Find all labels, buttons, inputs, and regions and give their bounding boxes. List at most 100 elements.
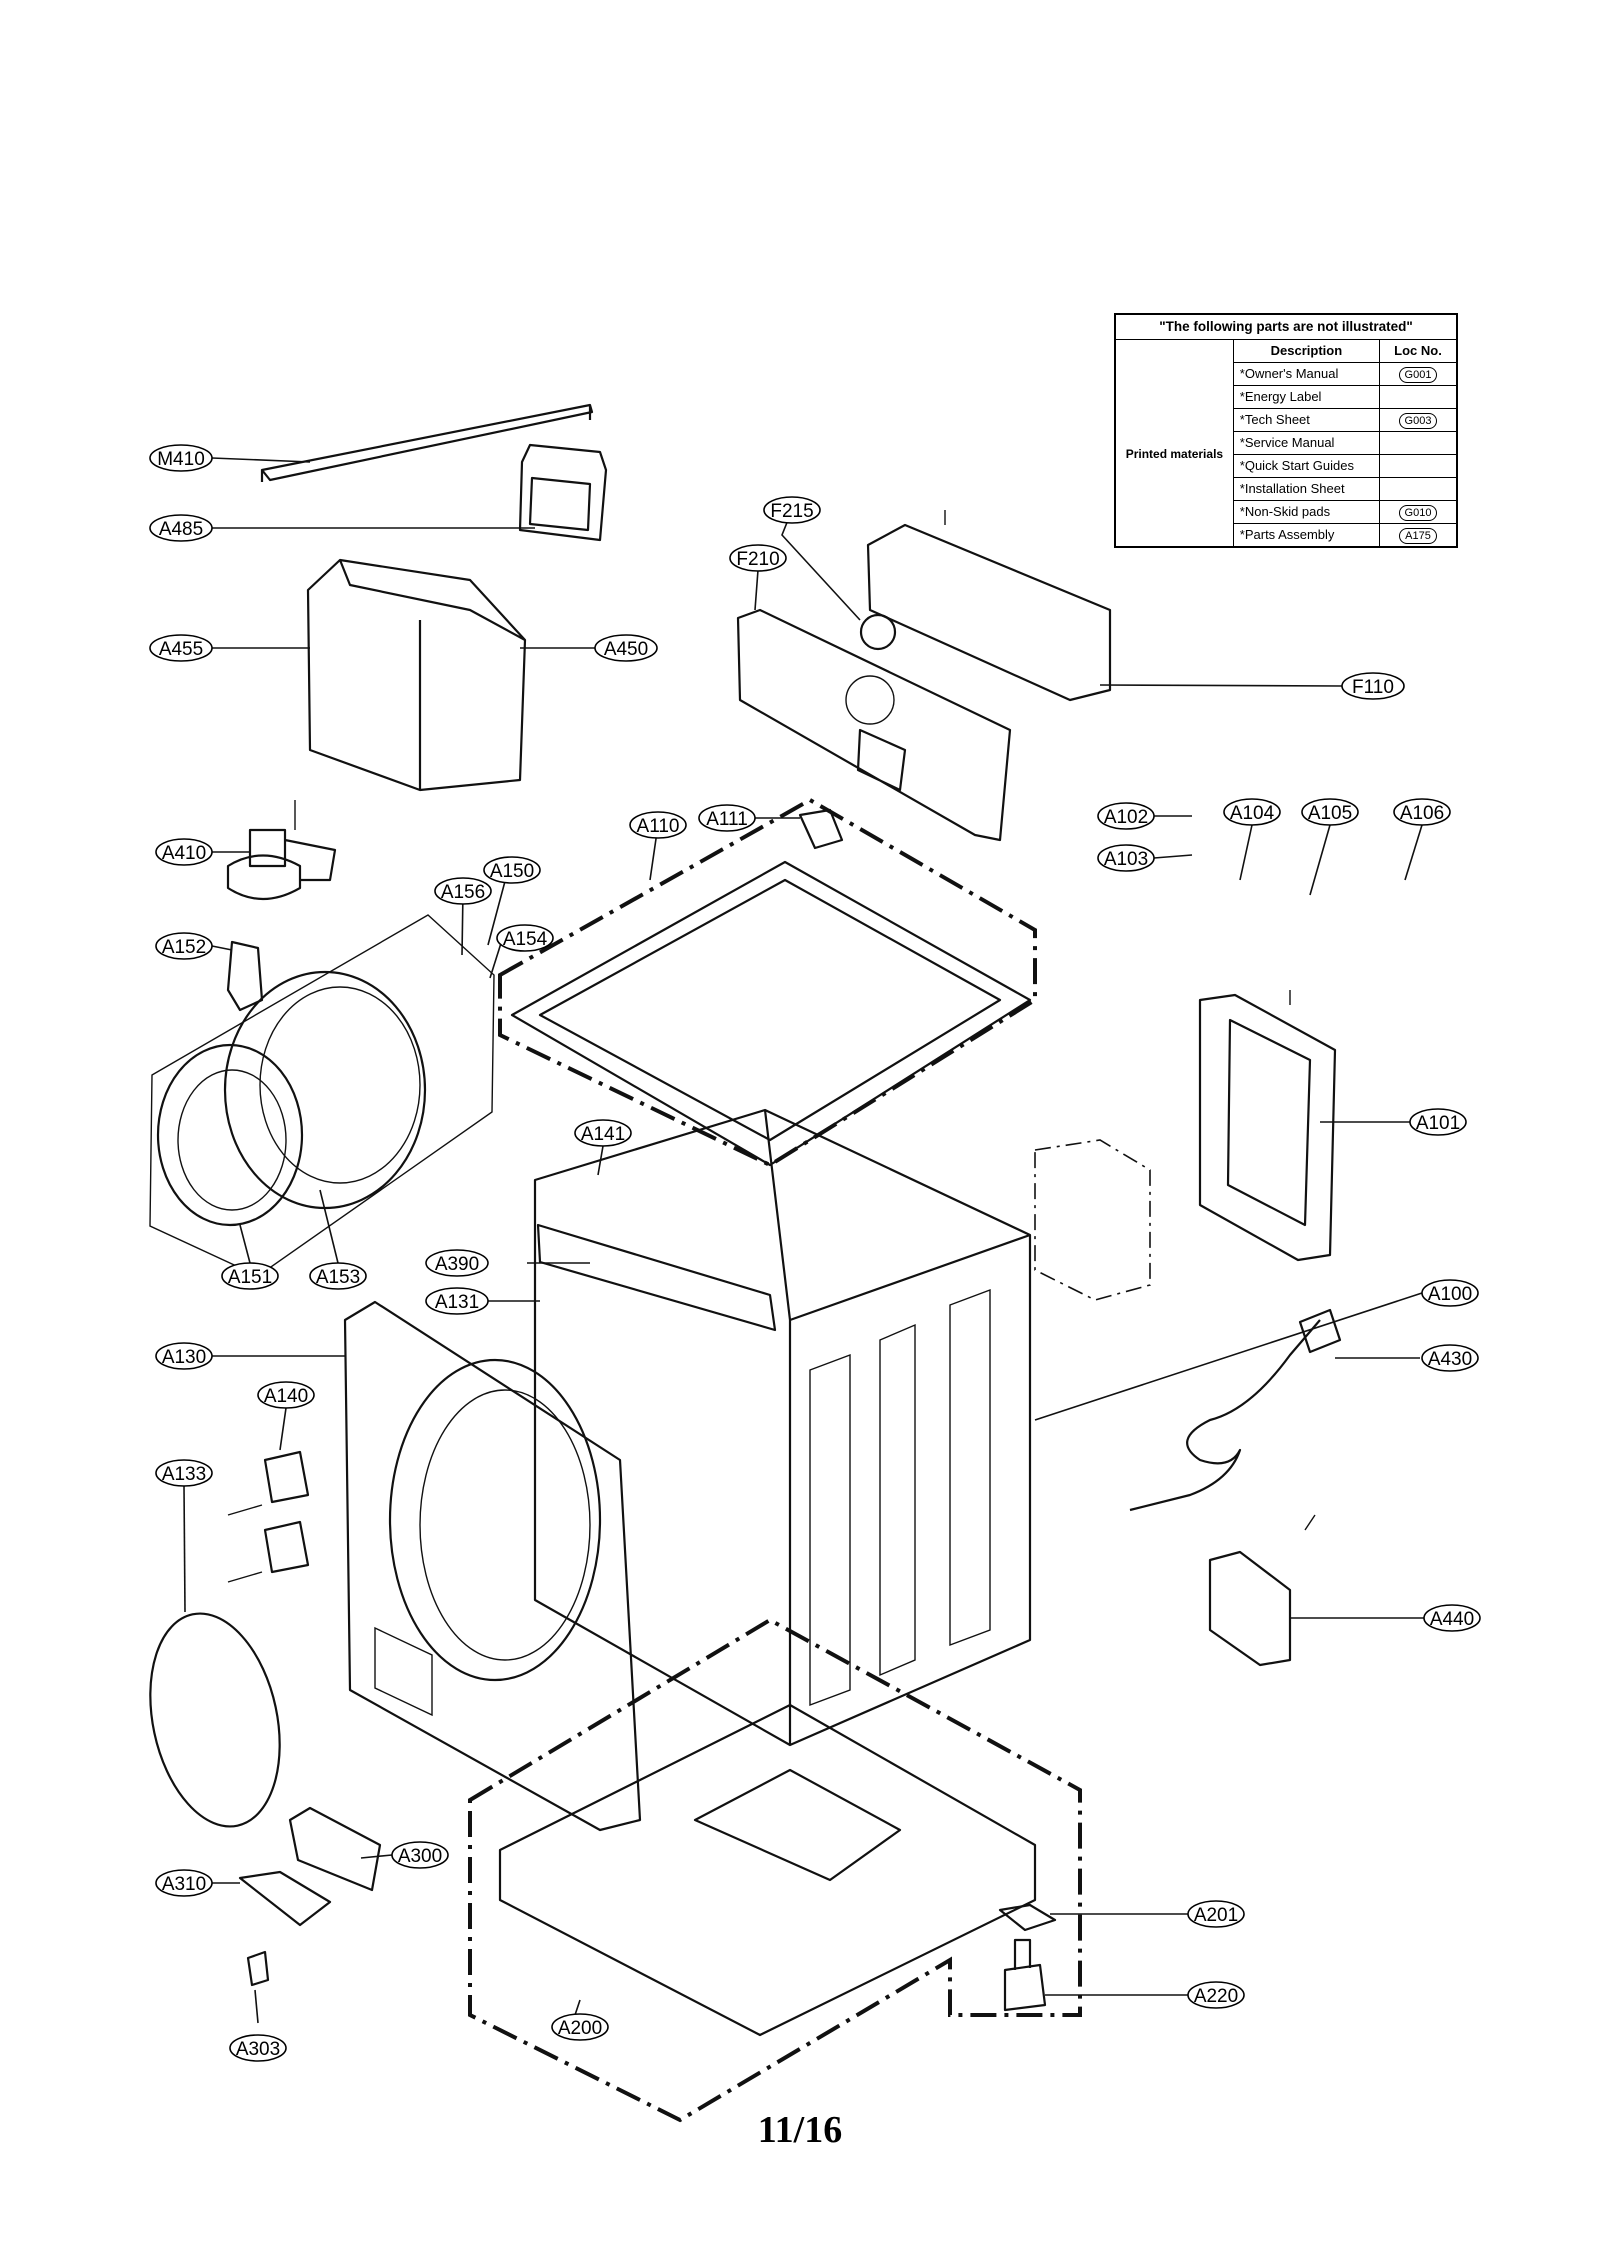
part-a430-plug <box>1298 1308 1342 1354</box>
label-a111: A111 <box>698 804 756 832</box>
part-a130-front-panel <box>343 1300 642 1832</box>
part-a133-clamp-ring <box>149 1612 281 1828</box>
loc-badge: G001 <box>1398 367 1438 383</box>
svg-text:A151: A151 <box>228 1267 272 1288</box>
table-title-row: "The following parts are not illustrated… <box>1114 313 1458 340</box>
svg-text:A200: A200 <box>558 2018 602 2039</box>
label-m410: M410 <box>149 444 213 472</box>
label-a133: A133 <box>155 1459 213 1487</box>
table-row: Printed materials*Owner's Manual G001 <box>1114 362 1458 548</box>
label-a103: A103 <box>1097 844 1155 872</box>
table-cell-description: *Service Manual <box>1232 431 1381 455</box>
table-cell-loc <box>1379 477 1458 501</box>
label-a450: A450 <box>594 634 658 662</box>
part-a390-strip <box>536 1223 777 1332</box>
label-a104: A104 <box>1223 798 1281 826</box>
table-group-header-spacer <box>1114 339 1234 363</box>
part-ghost-volume <box>1034 1139 1151 1301</box>
label-a110: A110 <box>629 811 687 839</box>
svg-text:A111: A111 <box>706 809 748 830</box>
part-a485-cover <box>518 443 608 542</box>
part-f110-pcb <box>866 523 1112 702</box>
svg-text:A130: A130 <box>162 1347 206 1368</box>
label-a140: A140 <box>257 1381 315 1409</box>
svg-text:M410: M410 <box>157 449 205 470</box>
part-tub-outline <box>149 914 495 1277</box>
part-a201-bracket <box>998 1903 1057 1932</box>
part-a200-base <box>498 1703 1037 2037</box>
part-a310-cover-lid <box>238 1870 332 1927</box>
table-title: "The following parts are not illustrated… <box>1114 313 1458 340</box>
table-cell-description: *Installation Sheet <box>1232 477 1381 501</box>
part-screws <box>227 510 1316 1583</box>
part-f210-knob-hole <box>845 675 895 725</box>
part-f215-knob <box>859 613 897 651</box>
part-a153-gasket-inner <box>259 986 421 1184</box>
part-a430-power-cord <box>1129 1319 1321 1512</box>
label-a100: A100 <box>1421 1279 1479 1307</box>
part-m410-bracket <box>260 403 594 482</box>
part-a130-door-opening <box>388 1358 602 1682</box>
svg-text:A485: A485 <box>159 519 203 540</box>
part-a100-cabinet-ribs <box>809 1288 991 1707</box>
label-f110: F110 <box>1341 672 1405 700</box>
svg-text:A156: A156 <box>441 882 485 903</box>
label-a201: A201 <box>1187 1900 1245 1928</box>
table-group-label: Printed materials <box>1114 362 1234 548</box>
svg-text:A103: A103 <box>1104 849 1148 870</box>
svg-text:A153: A153 <box>316 1267 360 1288</box>
label-a310: A310 <box>155 1869 213 1897</box>
part-a153-gasket <box>223 970 427 1210</box>
label-a141: A141 <box>574 1119 632 1147</box>
part-a101-rear-panel <box>1198 993 1337 1262</box>
label-a154: A154 <box>496 924 554 952</box>
part-a440-switch <box>1208 1550 1292 1667</box>
svg-text:A390: A390 <box>435 1254 479 1275</box>
label-a152: A152 <box>155 932 213 960</box>
label-a151: A151 <box>221 1262 279 1290</box>
part-a151-door-ring-inner <box>177 1069 287 1211</box>
svg-text:F210: F210 <box>736 549 779 570</box>
leader-lines <box>183 457 1424 2031</box>
svg-text:A104: A104 <box>1230 803 1275 824</box>
svg-text:A300: A300 <box>398 1846 442 1867</box>
svg-text:A133: A133 <box>162 1464 206 1485</box>
part-a455-pcb-box <box>306 558 527 792</box>
part-a200-base-opening <box>693 1768 902 1882</box>
label-a200: A200 <box>551 2013 609 2041</box>
table-cell-loc: G001 <box>1379 362 1458 386</box>
label-a303: A303 <box>229 2034 287 2062</box>
svg-text:A106: A106 <box>1400 803 1444 824</box>
loc-badge: G003 <box>1398 413 1438 429</box>
label-a410: A410 <box>155 838 213 866</box>
loc-badge: A175 <box>1399 528 1437 544</box>
label-a156: A156 <box>434 877 492 905</box>
label-a390: A390 <box>425 1249 489 1277</box>
table-cell-loc: G010 <box>1379 500 1458 524</box>
svg-text:A455: A455 <box>159 639 203 660</box>
label-a131: A131 <box>425 1287 489 1315</box>
table-header-description: Description <box>1232 339 1381 363</box>
part-a130-window <box>374 1626 433 1717</box>
label-a130: A130 <box>155 1342 213 1370</box>
label-f215: F215 <box>763 496 821 524</box>
part-a303-screw <box>246 1950 270 1987</box>
part-a100-cabinet <box>533 1108 1032 1747</box>
label-a300: A300 <box>391 1841 449 1869</box>
svg-text:A220: A220 <box>1194 1986 1238 2007</box>
svg-text:A150: A150 <box>490 861 534 882</box>
part-a111-bracket <box>798 808 844 850</box>
table-cell-description: *Owner's Manual <box>1232 362 1381 386</box>
part-a140-hinge-upper <box>263 1450 310 1504</box>
part-a140-hinge-lower <box>263 1520 310 1574</box>
label-a440: A440 <box>1423 1604 1481 1632</box>
loc-badge: G010 <box>1398 505 1438 521</box>
svg-text:A152: A152 <box>162 937 206 958</box>
part-a410-motor <box>226 828 337 900</box>
part-a130-door-opening-inner <box>419 1389 591 1661</box>
table-row: *Installation Sheet <box>1115 477 1458 501</box>
table-header-row: Description Loc No. <box>1114 339 1458 363</box>
svg-text:A102: A102 <box>1104 807 1148 828</box>
